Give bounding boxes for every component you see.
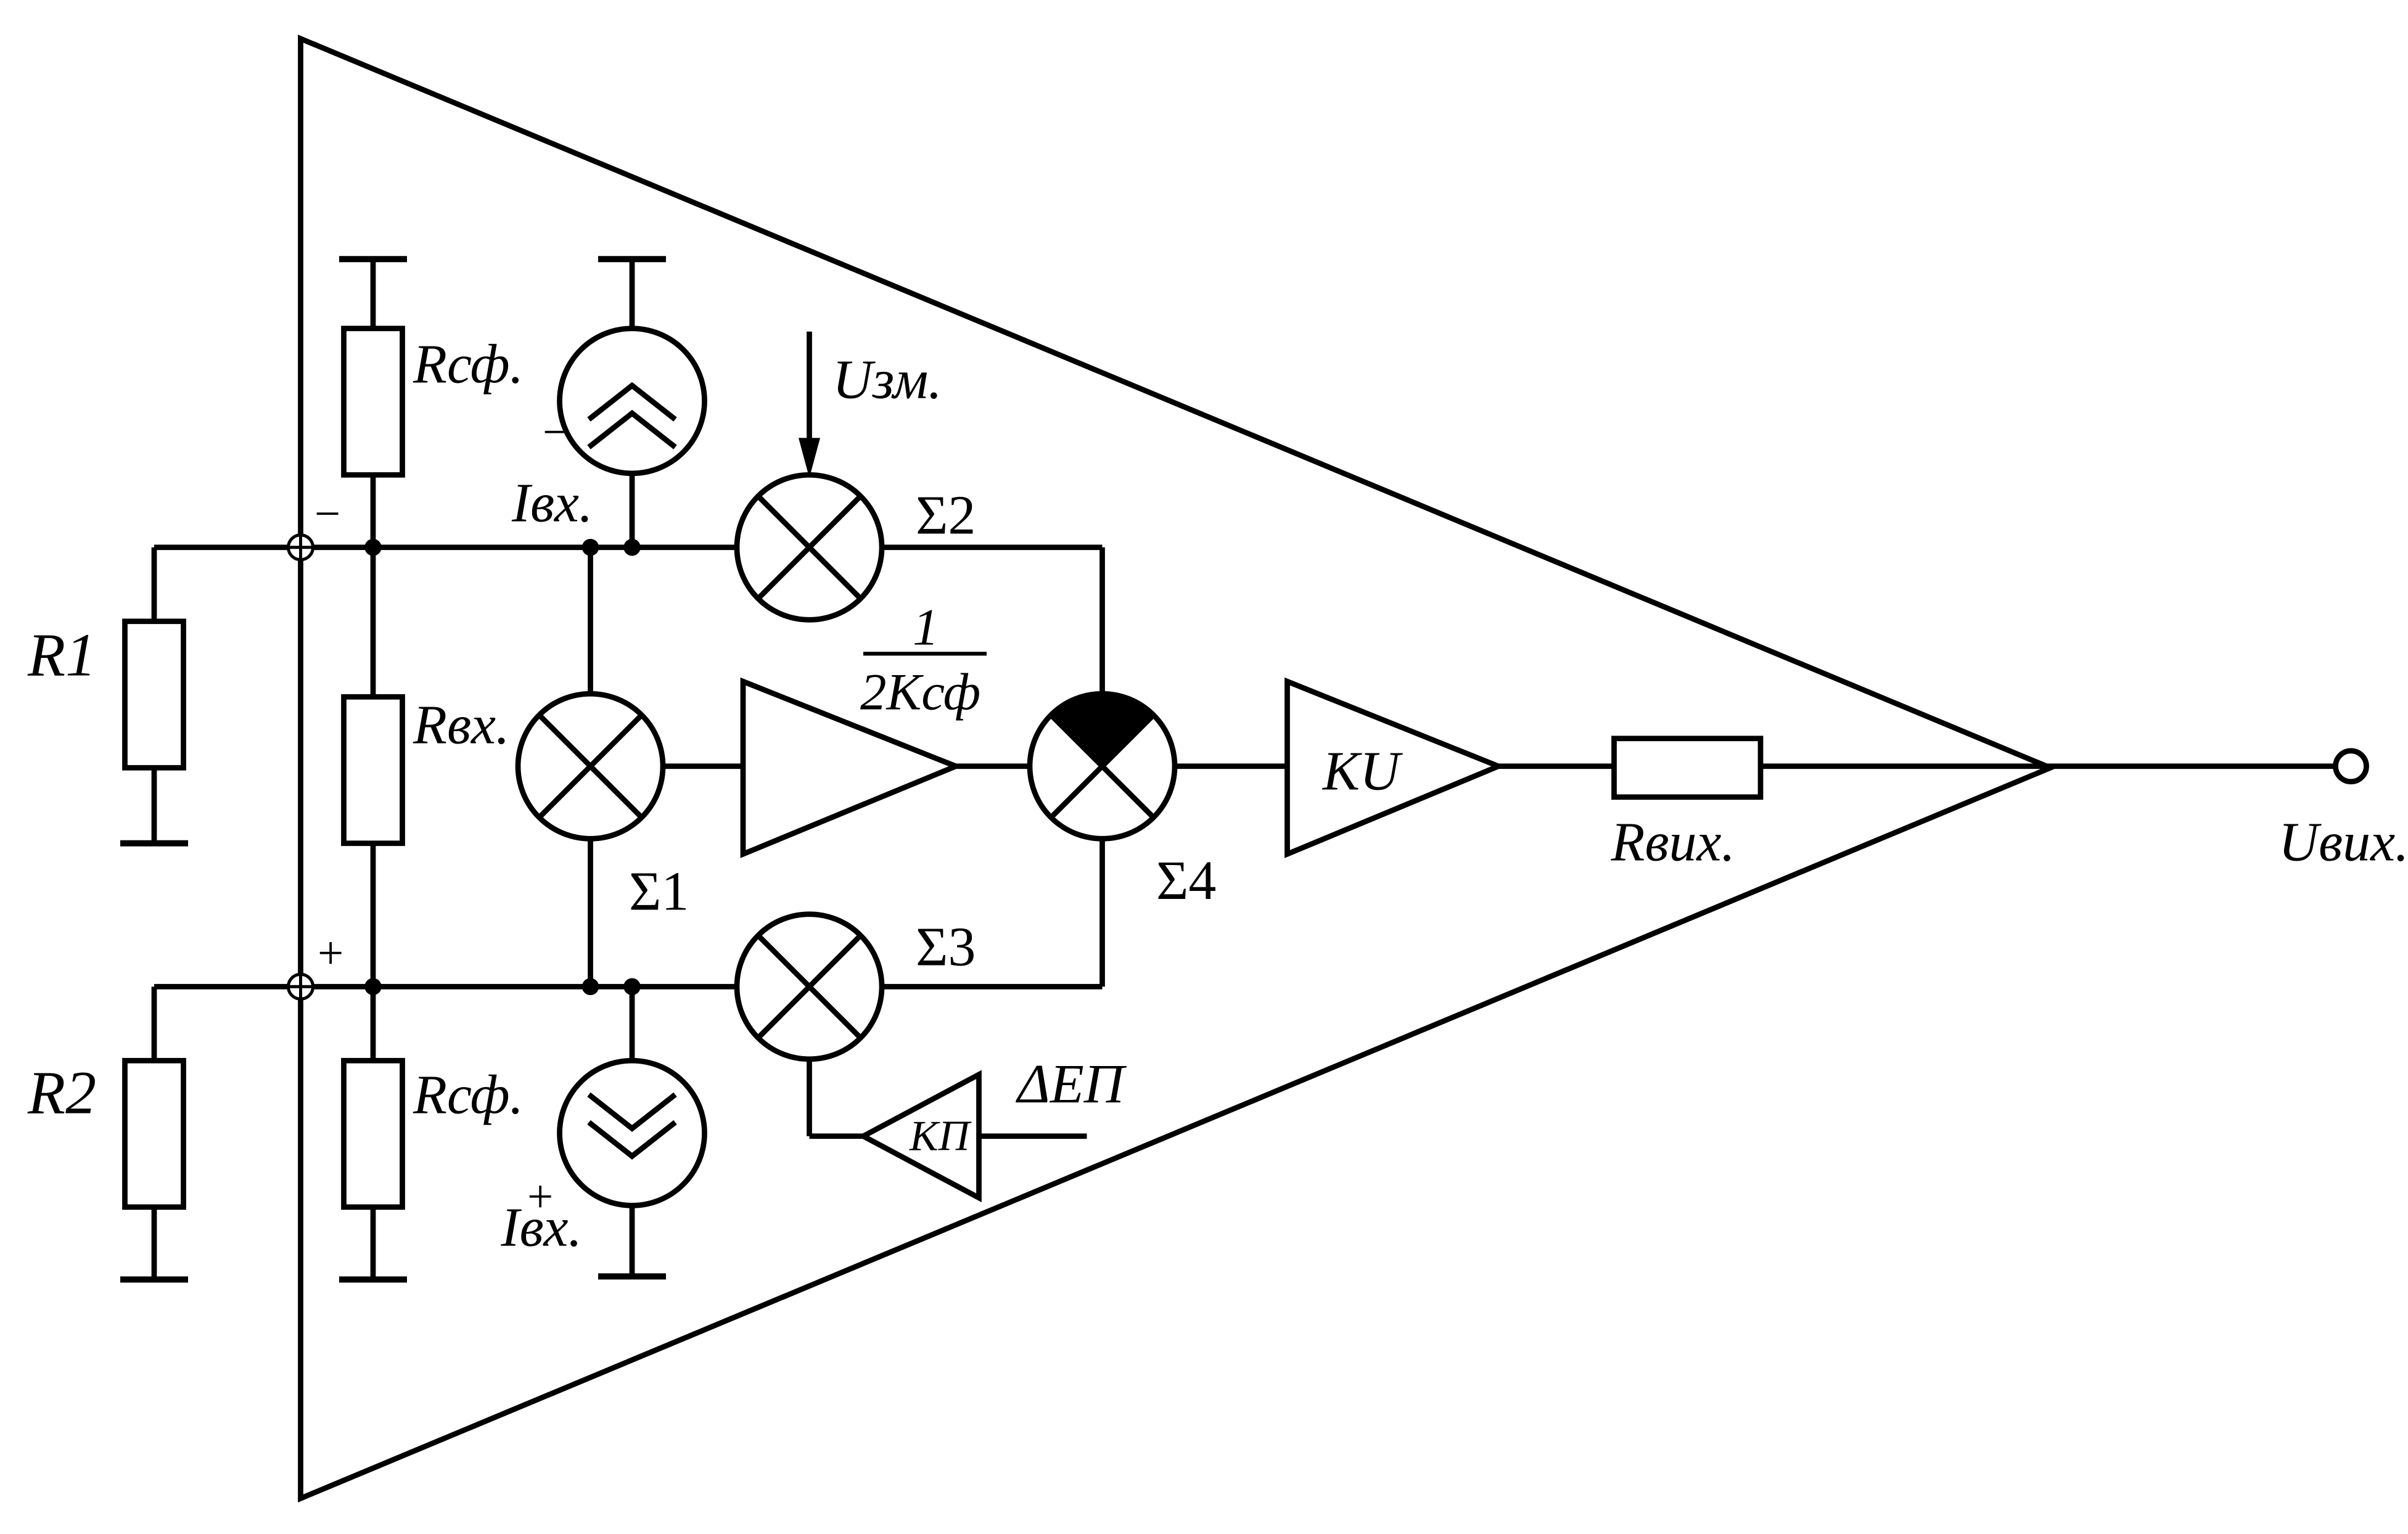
arrowhead-uzm — [799, 438, 820, 478]
output-terminal — [2333, 748, 2369, 785]
label-rvx: Rвх. — [413, 694, 510, 755]
resistor-rvyx — [1611, 736, 1764, 800]
current-source-i-minus-arrows — [587, 382, 677, 422]
label-u-vyx: Uвих. — [2279, 811, 2408, 872]
op-amp-outline — [298, 35, 2058, 1503]
label-i-vx-plus: Iвх. — [501, 1197, 582, 1258]
label-r2: R2 — [27, 1058, 96, 1126]
resistor-rsf-bottom — [341, 1057, 405, 1210]
label-i-vx-plus-sup: + — [527, 1171, 553, 1222]
summer-sigma4-filled-quadrant — [1051, 694, 1154, 766]
label-fraction-numerator: 1 — [913, 598, 939, 656]
resistor-r2 — [122, 1057, 186, 1210]
amplifier-ku — [1284, 677, 1506, 858]
label-sigma1: Σ1 — [629, 861, 689, 922]
label-u-zm: Uзм. — [832, 349, 942, 410]
label-sigma3: Σ3 — [916, 916, 976, 977]
label-i-vx-minus: Iвх. — [511, 472, 593, 533]
label-r-vyx: Rвих. — [1611, 811, 1736, 872]
label-sigma2: Σ2 — [916, 485, 976, 546]
label-r1: R1 — [27, 620, 96, 689]
resistor-rsf-top — [341, 326, 405, 478]
label-rsf-bottom: Rсф. — [413, 1064, 524, 1125]
label-sigma4: Σ4 — [1156, 850, 1216, 911]
current-source-i-plus-arrows — [587, 1092, 677, 1132]
label-kp: KП — [909, 1112, 972, 1160]
current-source-i-minus — [557, 326, 707, 477]
resistor-r1 — [122, 618, 186, 771]
amplifier-common-mode — [740, 677, 963, 858]
label-minus: − — [314, 488, 340, 539]
current-source-i-plus — [557, 1057, 707, 1208]
junction-dots — [364, 539, 641, 995]
label-delta-ep: ΔEП — [1016, 1054, 1127, 1115]
resistor-rvx — [341, 694, 405, 847]
label-rsf-top: Rсф. — [413, 334, 524, 395]
label-plus: + — [318, 927, 343, 978]
label-i-vx-minus-sup: − — [543, 406, 569, 457]
label-fraction-denominator: 2Kсф — [860, 663, 980, 721]
label-ku: KU — [1321, 740, 1403, 802]
